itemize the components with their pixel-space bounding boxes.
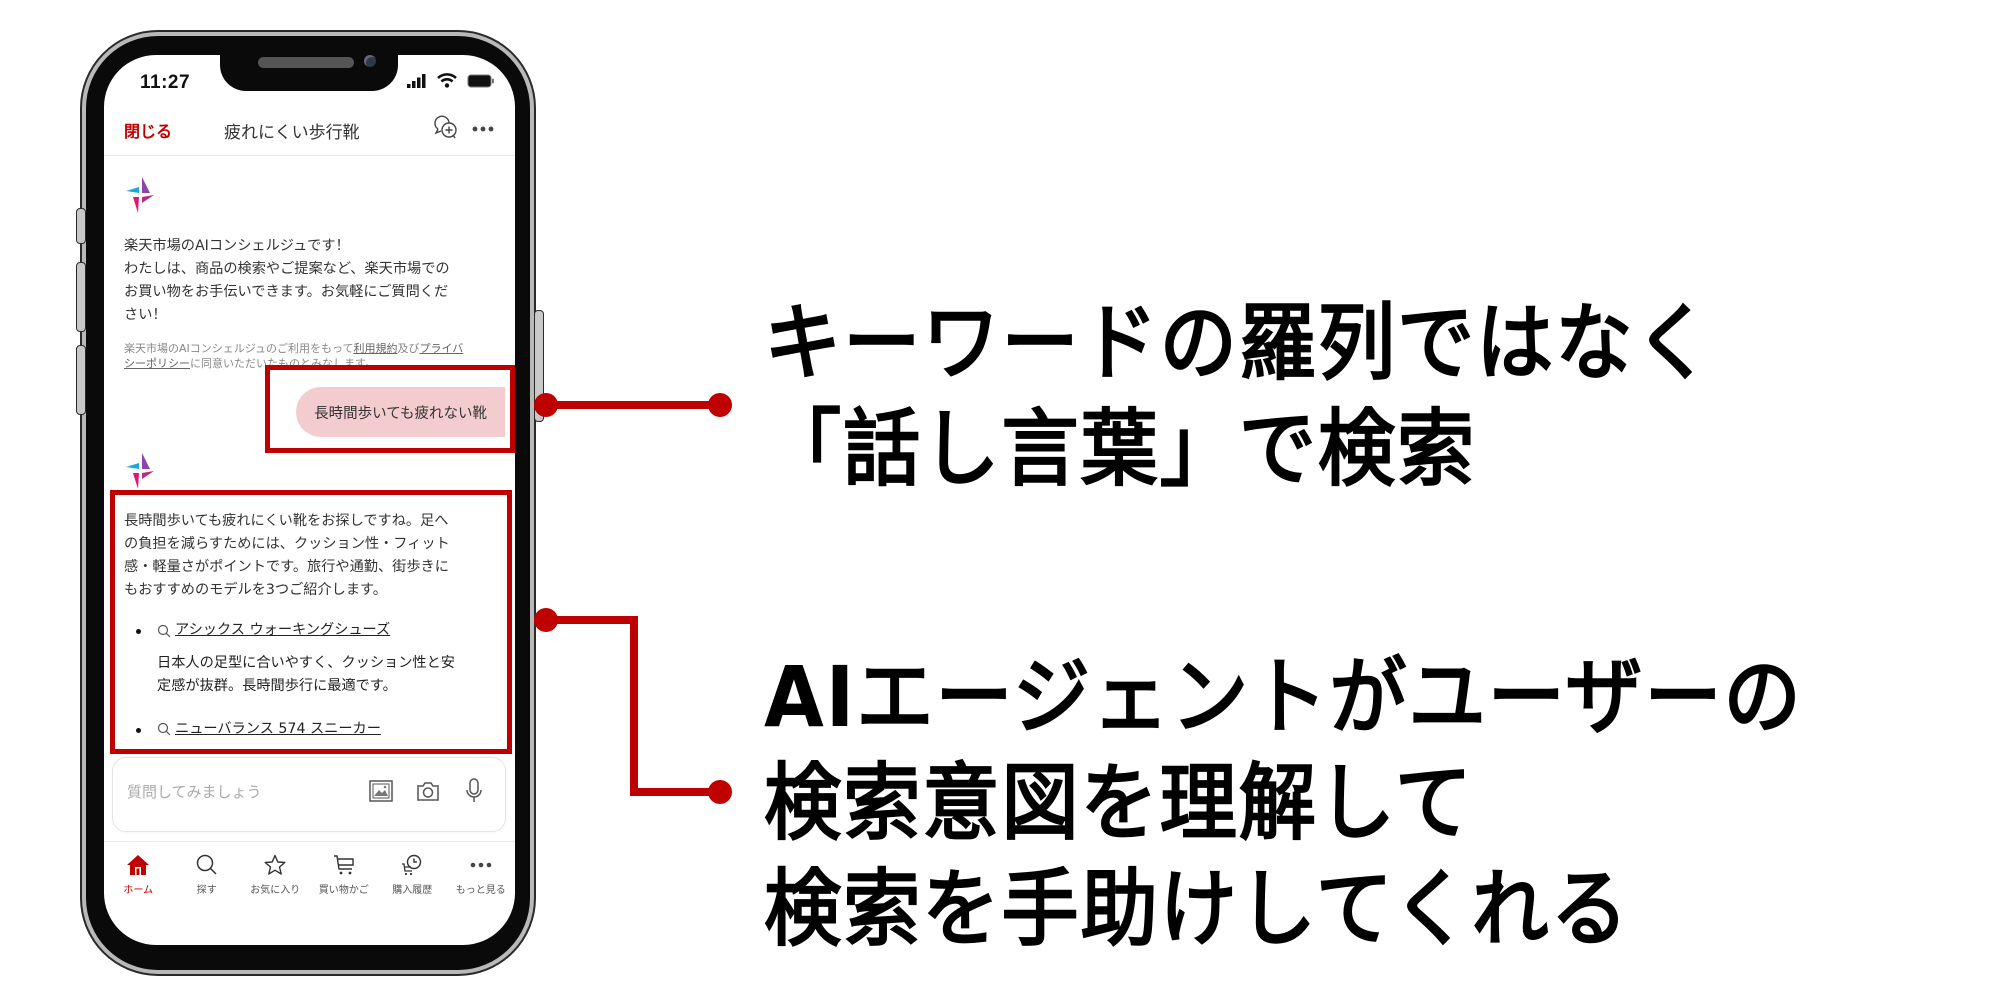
privacy-link[interactable]: プライバ <box>419 342 464 355</box>
product-link[interactable]: アシックス ウォーキングシューズ <box>157 619 390 642</box>
history-icon <box>402 854 422 876</box>
annotation-caption-1: キーワードの羅列ではなく 「話し言葉」で検索 <box>764 294 1714 498</box>
phone-screen: 11:27 閉じる 疲れにくい歩行靴 <box>104 55 515 945</box>
chat-header: 閉じる 疲れにくい歩行靴 <box>104 107 515 156</box>
list-item: アシックス ウォーキングシューズ 日本人の足型に合いやすく、クッション性と安 定… <box>124 619 504 698</box>
battery-icon <box>467 74 494 87</box>
power-button <box>534 310 544 422</box>
ai-concierge-logo <box>126 177 154 213</box>
product-link[interactable]: ニューバランス 574 スニーカー <box>157 718 381 741</box>
connector-2 <box>534 608 732 804</box>
mute-switch <box>76 208 86 244</box>
ai-concierge-logo <box>126 453 154 489</box>
volume-up-button <box>76 262 86 332</box>
mic-icon[interactable] <box>465 778 483 804</box>
highlight-ai-response <box>110 490 512 754</box>
privacy-link-cont[interactable]: シーポリシー <box>124 357 190 370</box>
bottom-nav: ホーム 探す お気に入り 買い物かご <box>104 841 515 912</box>
ai-welcome-message: 楽天市場のAIコンシェルジュです！ わたしは、商品の検索やご提案など、楽天市場で… <box>124 238 450 323</box>
cart-icon <box>333 855 354 875</box>
chat-title: 疲れにくい歩行靴 <box>224 123 360 143</box>
phone-speaker <box>258 57 354 68</box>
status-time: 11:27 <box>140 72 191 93</box>
nav-history[interactable]: 購入履歴 <box>378 842 447 912</box>
nav-home[interactable]: ホーム <box>104 842 173 912</box>
recommendation-list: アシックス ウォーキングシューズ 日本人の足型に合いやすく、クッション性と安 定… <box>124 619 504 756</box>
user-message-bubble: 長時間歩いても疲れない靴 <box>296 387 505 437</box>
connector-1 <box>534 393 732 417</box>
chat-input[interactable] <box>125 782 319 802</box>
volume-down-button <box>76 345 86 415</box>
close-button[interactable]: 閉じる <box>124 122 173 141</box>
nav-cart[interactable]: 買い物かご <box>310 842 379 912</box>
more-icon <box>470 862 492 868</box>
search-icon <box>157 722 171 736</box>
status-icons <box>407 73 495 88</box>
ai-reply-message: 長時間歩いても疲れにくい靴をお探しですね。足へ の負担を減らすためには、クッショ… <box>124 513 450 598</box>
bullet <box>136 629 141 634</box>
annotation-caption-2: AIエージェントがユーザーの 検索意図を理解して 検索を手助けしてくれる <box>764 648 1803 958</box>
camera-icon[interactable] <box>416 780 440 802</box>
star-icon <box>264 854 286 875</box>
image-icon[interactable] <box>369 780 393 802</box>
signal-icon <box>407 73 426 88</box>
bullet <box>136 727 141 733</box>
product-description: 日本人の足型に合いやすく、クッション性と安 定感が抜群。長時間歩行に最適です。 <box>157 654 455 694</box>
search-icon <box>196 854 217 875</box>
more-icon[interactable] <box>472 125 494 133</box>
new-chat-icon[interactable] <box>434 115 460 141</box>
home-icon <box>127 855 150 875</box>
nav-search[interactable]: 探す <box>173 842 242 912</box>
front-camera <box>364 55 376 67</box>
search-icon <box>157 624 171 637</box>
wifi-icon <box>437 73 457 88</box>
nav-favorites[interactable]: お気に入り <box>241 842 310 912</box>
chat-input-box <box>112 757 506 832</box>
highlight-user-query <box>265 365 515 453</box>
terms-link[interactable]: 利用規約 <box>353 342 398 355</box>
list-item: ニューバランス 574 スニーカー <box>124 718 504 745</box>
nav-more[interactable]: もっと見る <box>447 842 516 912</box>
